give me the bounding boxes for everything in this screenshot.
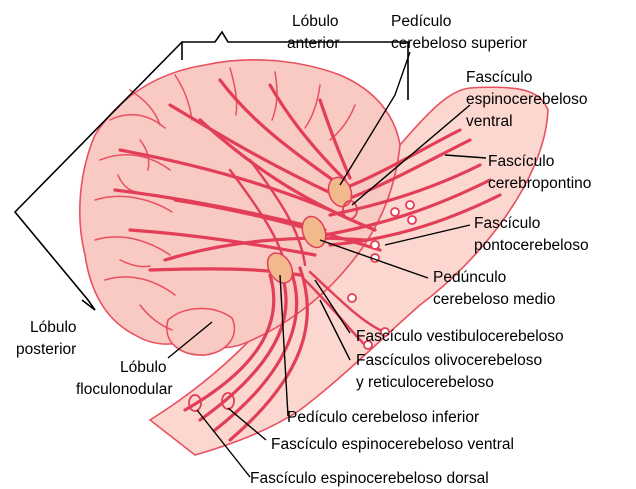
label-pedunculo-medio: Pedúnculo cerebeloso medio xyxy=(433,269,555,308)
label-fasciculos-olivo-reticulo: Fascículos olivocerebeloso y reticulocer… xyxy=(356,352,546,391)
label-lobulo-anterior: Lóbulo anterior xyxy=(287,13,343,52)
label-fasciculo-espino-ventral-bottom: Fascículo espinocerebeloso ventral xyxy=(271,436,514,453)
label-lobulo-posterior: Lóbulo posterior xyxy=(16,319,81,358)
label-fasciculo-vestibulocerebeloso: Fascículo vestibulocerebeloso xyxy=(356,328,564,345)
label-lobulo-floculonodular: Lóbulo floculonodular xyxy=(76,359,173,398)
label-fasciculo-espino-dorsal: Fascículo espinocerebeloso dorsal xyxy=(250,470,489,487)
label-pediculo-superior: Pedículo cerebeloso superior xyxy=(391,13,527,52)
label-pediculo-inferior: Pedículo cerebeloso inferior xyxy=(287,409,479,426)
